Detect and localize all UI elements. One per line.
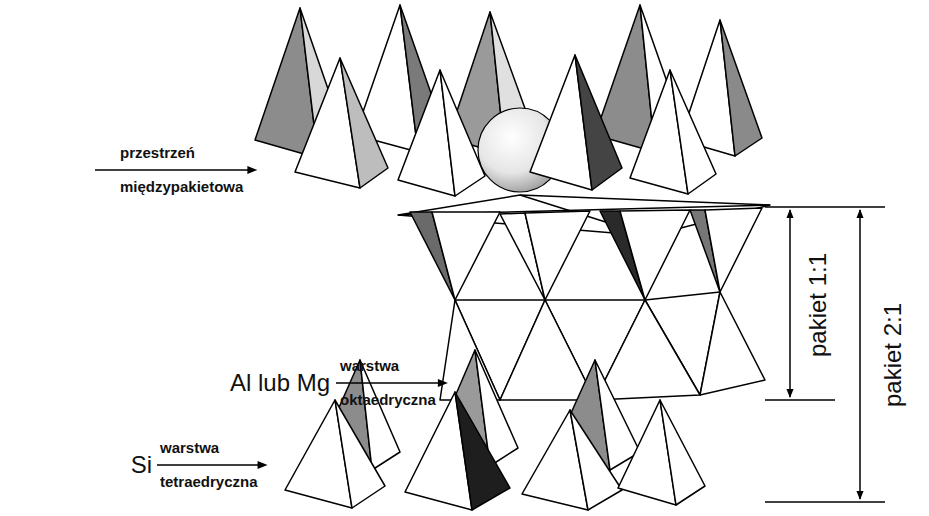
top-tetrahedra-front bbox=[295, 55, 716, 196]
layer-label: warstwa tetraedryczna bbox=[160, 431, 258, 499]
leader-line bbox=[157, 464, 260, 466]
leader-line bbox=[95, 169, 249, 171]
layer-label: warstwa oktaedryczna bbox=[340, 349, 436, 417]
arrowhead bbox=[258, 461, 268, 469]
arrowhead bbox=[438, 379, 448, 387]
arrowhead bbox=[247, 166, 257, 174]
element-label: Al lub Mg bbox=[230, 369, 330, 397]
package-brackets bbox=[765, 207, 885, 502]
region-label: przestrzeń międzypakietowa bbox=[120, 136, 243, 204]
element-label: Si bbox=[131, 451, 152, 479]
octahedral-sheet bbox=[398, 195, 770, 400]
package-label: pakiet 2:1 bbox=[879, 303, 907, 407]
leader-line bbox=[336, 382, 440, 384]
package-label: pakiet 1:1 bbox=[804, 253, 832, 357]
bottom-tetrahedra bbox=[285, 350, 705, 510]
